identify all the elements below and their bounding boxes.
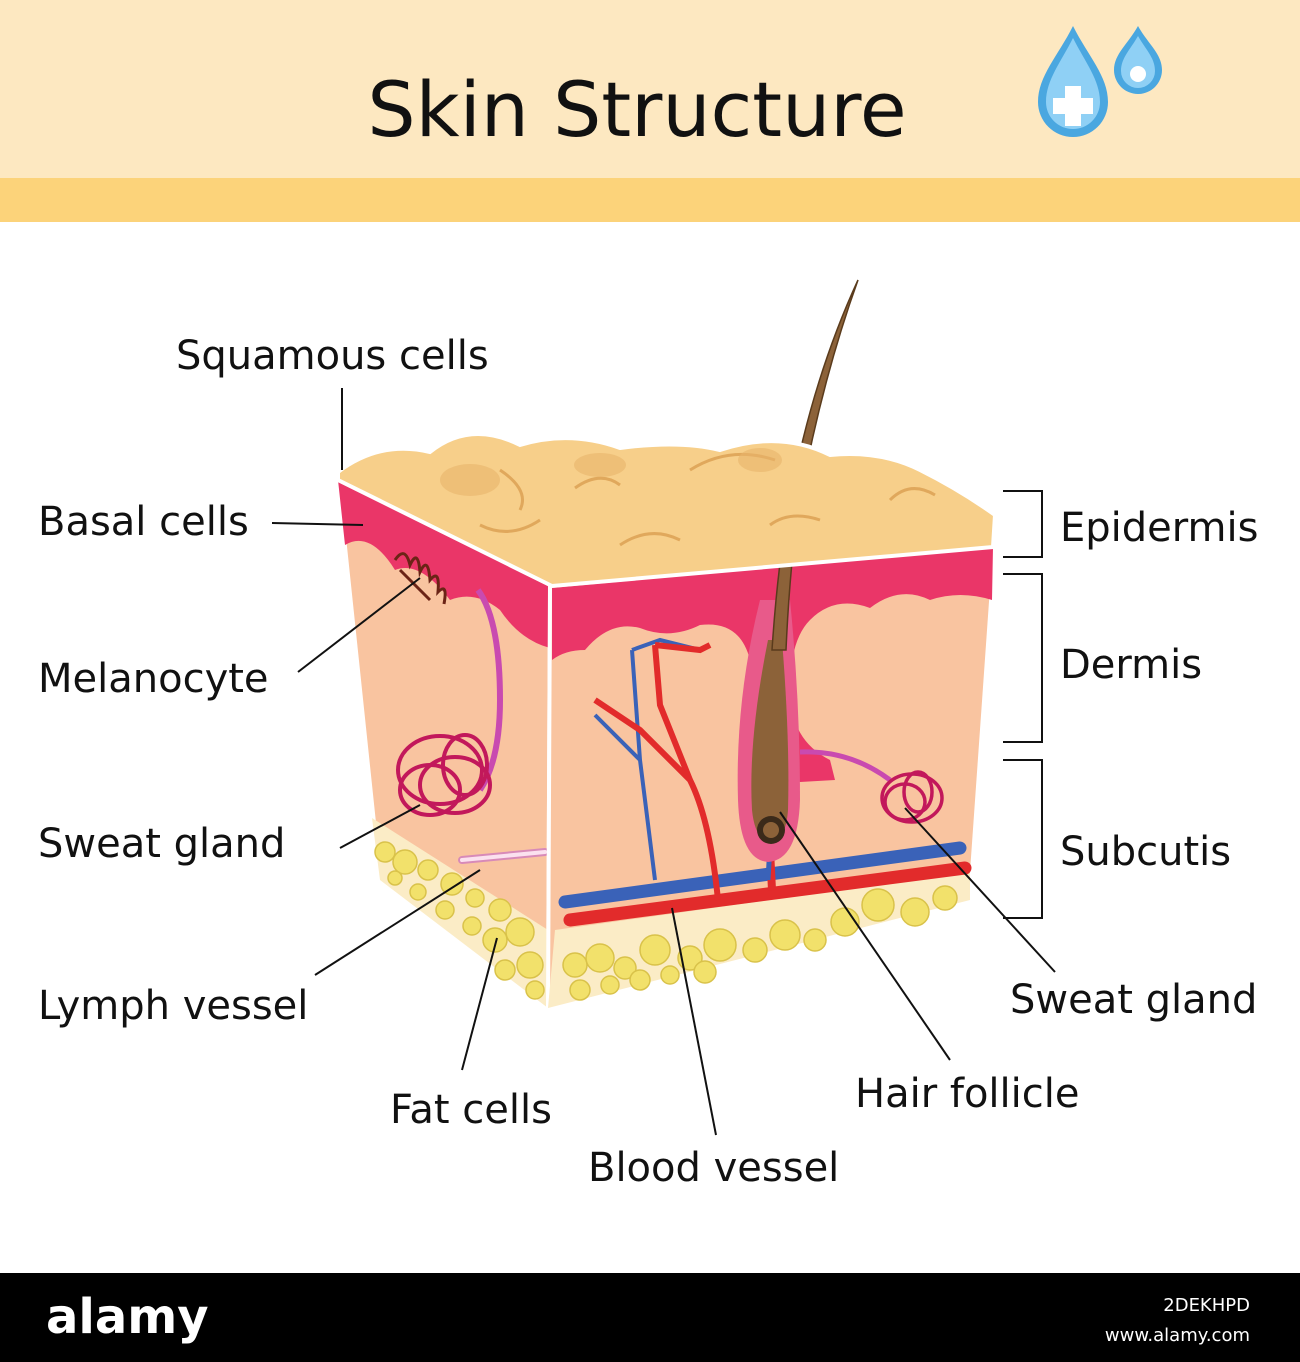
right-sweat-gland-duct [799,749,892,783]
fat-cells-label: Fat cells [390,1087,552,1133]
vein-horizontal [558,841,967,909]
skin-diagram [271,279,1056,1136]
artery-branch [593,642,721,901]
dermis-bracket [1003,573,1043,743]
melanocyte-shape [393,552,447,605]
artery-horizontal [563,861,972,927]
medical-cross-icon [1053,86,1093,126]
blood-vessel-label: Blood vessel [588,1145,840,1191]
subcutis-label: Subcutis [1060,829,1232,875]
page-title: Skin Structure [367,65,907,154]
water-drop-icon [1038,26,1162,137]
dermis-label: Dermis [1060,642,1203,688]
image-id-text: 2DEKHPD [1163,1295,1250,1316]
footer-url-text: www.alamy.com [1104,1325,1250,1346]
layer-brackets [1003,490,1043,919]
header-stripe [0,178,1300,222]
epidermis-bracket [1003,490,1043,558]
lymph-vessel-label: Lymph vessel [38,983,309,1029]
left-sweat-gland-duct [475,588,504,792]
hair-root [751,640,789,842]
watermark-footer: alamy 2DEKHPD www.alamy.com [0,1273,1300,1362]
right-fat-cells [562,885,958,1001]
squamous-cells-label: Squamous cells [176,333,489,379]
epidermis-label: Epidermis [1060,505,1259,551]
left-sweat-gland-coil [396,733,492,817]
basal-cells-label: Basal cells [38,499,249,545]
leader-lines [271,388,1056,1136]
subcutis-bracket [1003,759,1043,919]
melanocyte-label: Melanocyte [38,656,269,702]
sweat-gland-right-label: Sweat gland [1010,977,1258,1023]
left-face-epidermis [338,480,550,648]
hair-follicle-label: Hair follicle [855,1071,1080,1117]
hair-shaft [771,279,859,651]
left-fat-cells [374,841,545,1000]
sweat-gland-left-label: Sweat gland [38,821,286,867]
right-sweat-gland-coil [880,770,944,824]
alamy-logo: alamy [46,1289,209,1345]
